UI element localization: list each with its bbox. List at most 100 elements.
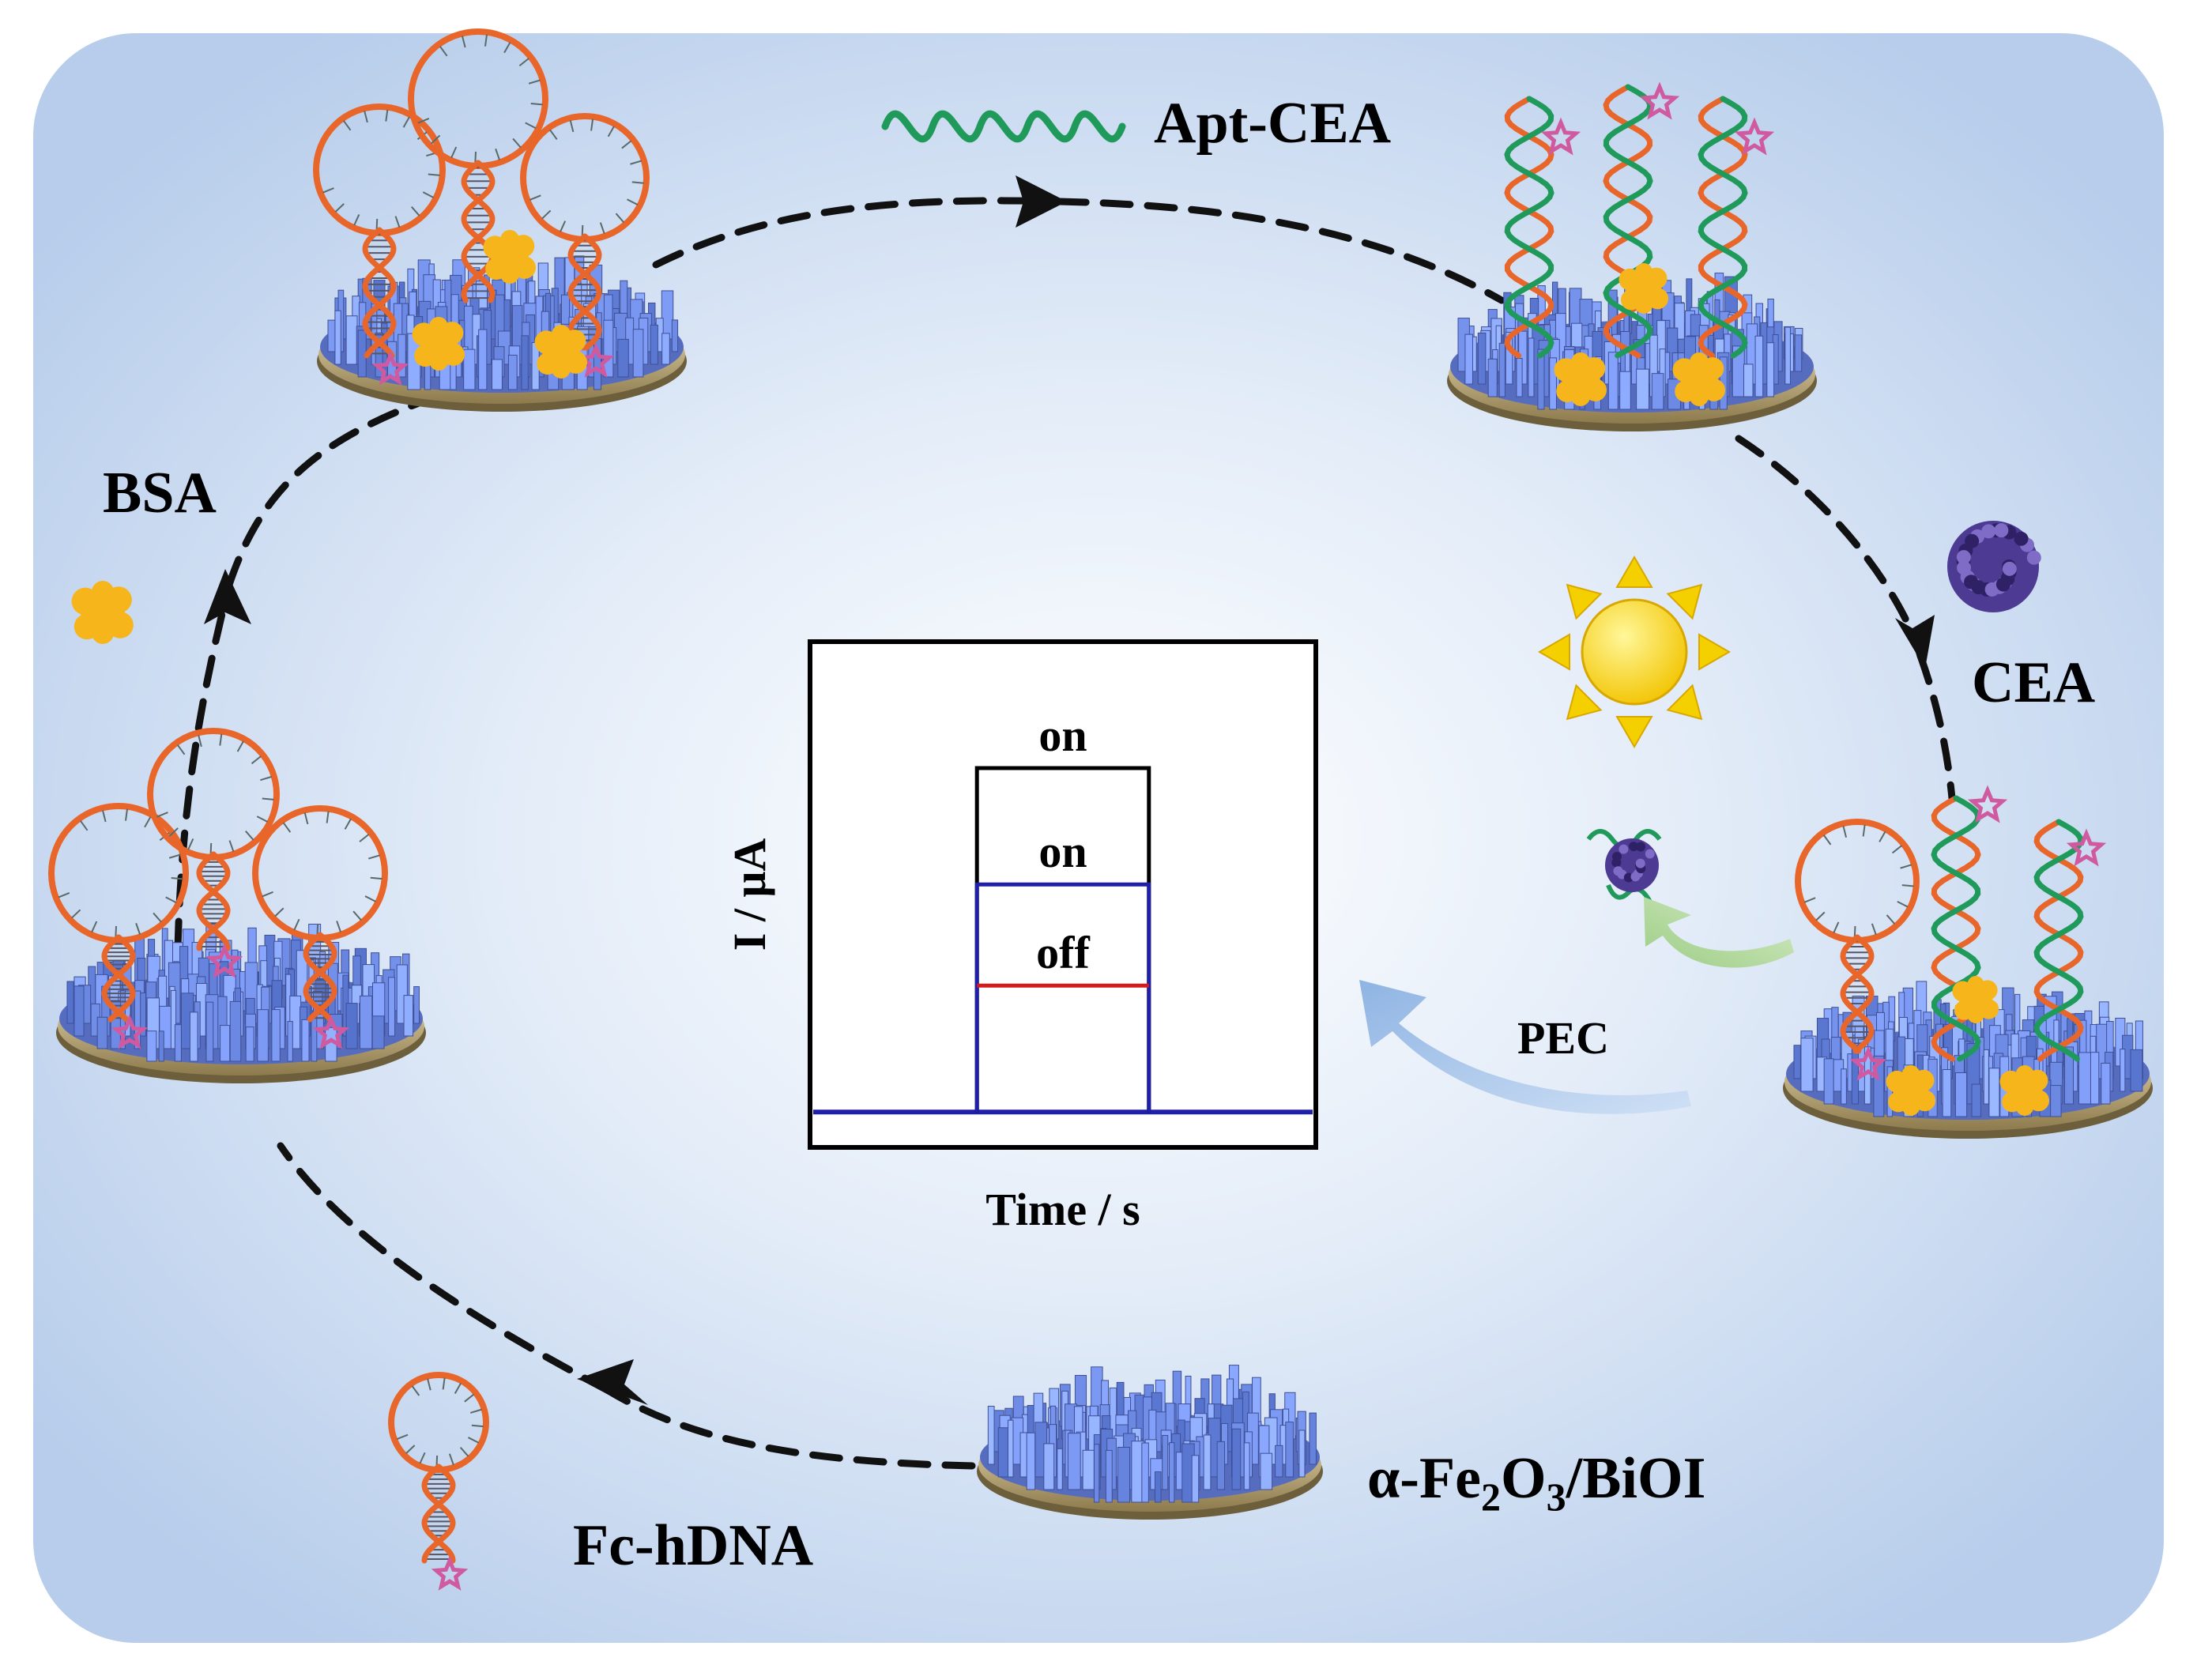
sun-ray — [1566, 583, 1603, 620]
released-cea-sphere — [1605, 838, 1659, 892]
dna-helix — [1840, 934, 1875, 1054]
substrate-mid: O — [1501, 1446, 1547, 1511]
hairpin-dna — [388, 1372, 489, 1591]
arrowheads — [204, 175, 1935, 1405]
arrow-to-bsa — [174, 581, 233, 952]
dna-helix — [196, 851, 231, 951]
apt-cea-wave-icon — [881, 110, 1126, 143]
bsa-protein-icon — [71, 581, 134, 644]
hairpin-dna — [408, 28, 548, 303]
sun-ray — [1615, 716, 1653, 748]
label-bsa: BSA — [103, 461, 217, 525]
arrow-apt-cea-to-electrode — [1055, 198, 1505, 304]
label-pec: PEC — [1517, 1012, 1609, 1064]
substrate-sub2: 3 — [1547, 1475, 1566, 1519]
substrate-pre: α-Fe — [1367, 1446, 1481, 1511]
bsa-blob-icon — [1554, 352, 1607, 406]
ferrocene-star-icon — [1849, 1045, 1887, 1081]
arrowhead-down-right — [1895, 615, 1935, 669]
bsa-blob-icon — [1999, 1065, 2050, 1117]
electrodes — [48, 28, 2153, 1520]
substrate-post: /BiOI — [1566, 1446, 1706, 1511]
dna-helix — [303, 932, 337, 1023]
released-aptamer-cea-icon — [1586, 829, 1662, 906]
electrode-disk — [977, 1365, 1323, 1520]
bsa-blob-icon — [1619, 263, 1669, 314]
release-arrow-icon — [1644, 897, 1794, 968]
label-fc-hdna: Fc-hDNA — [573, 1513, 813, 1578]
arrowhead-right — [1016, 175, 1067, 228]
electrode-disk — [1783, 980, 2153, 1139]
arrow-cea-to-electrode — [1916, 652, 1956, 802]
hairpin-dna — [313, 104, 446, 386]
dna-helix — [421, 1463, 456, 1564]
dna-helix — [101, 934, 136, 1023]
electrode-cea-bound — [1783, 785, 2153, 1139]
ferrocene-star-icon — [1967, 785, 2008, 823]
bsa-blob-icon — [1886, 1065, 1936, 1117]
bsa-blob-icon — [534, 325, 587, 379]
cycle-arrows — [174, 197, 1956, 1470]
released-aptamer-strand — [1606, 883, 1654, 906]
ferrocene-star-icon — [431, 1555, 469, 1591]
sun-ray — [1666, 684, 1703, 721]
hairpin-dna — [48, 803, 189, 1049]
electrode-bsa-blocked — [313, 28, 687, 412]
pec-arrow-icon — [1359, 980, 1691, 1114]
bsa-blob-icon — [412, 317, 465, 371]
dna-helix — [362, 227, 397, 359]
fc-hdna-hairpin-icon — [388, 1372, 489, 1591]
ferrocene-star-icon — [371, 350, 409, 386]
dna-helix — [461, 160, 496, 303]
ferrocene-star-icon — [111, 1014, 149, 1049]
cea-molecule-icon — [1947, 521, 2041, 612]
arrow-fe-to-hdna — [605, 1387, 976, 1470]
bsa-blob-icon — [1952, 976, 1999, 1023]
plot-trace-label-0: on — [1038, 710, 1087, 761]
plot-y-label: I / μA — [724, 838, 775, 951]
arrow-to-apt-cea — [652, 197, 1063, 269]
ferrocene-star-icon — [1540, 117, 1581, 156]
plot-trace-label-2: off — [1036, 927, 1090, 978]
ferrocene-star-icon — [205, 943, 243, 978]
sun-ray — [1698, 633, 1731, 671]
sun-ray — [1538, 633, 1570, 671]
ferrocene-star-icon — [1734, 117, 1775, 156]
dna-helix — [2033, 819, 2084, 1062]
electrode-bare — [977, 1365, 1323, 1520]
photocurrent-plot: on on off Time / s I / μA — [724, 639, 1318, 1235]
label-substrate: α-Fe2O3/BiOI — [1367, 1446, 1705, 1519]
plot-trace-1 — [974, 882, 1151, 1113]
hairpin-dna — [147, 728, 280, 978]
nanosheet-layer — [987, 1365, 1317, 1503]
plot-frame — [808, 639, 1318, 1150]
plot-x-label: Time / s — [985, 1184, 1140, 1235]
bsa-blob-icon — [1672, 352, 1725, 406]
sun-disk — [1581, 598, 1688, 706]
electrode-hairpin-immobilized — [48, 728, 426, 1083]
arrowhead-left — [577, 1359, 648, 1405]
plot-trace-label-1: on — [1038, 826, 1087, 877]
arrow-bsa-to-top — [225, 399, 423, 589]
ferrocene-star-icon — [312, 1014, 350, 1049]
sun-ray — [1615, 556, 1653, 588]
dna-helix — [1698, 96, 1748, 359]
arrowhead-up — [204, 569, 251, 624]
hairpin-dna — [1795, 819, 1920, 1081]
dna-helix — [1603, 84, 1653, 359]
electrode-aptamer-hybridized — [1447, 81, 1817, 431]
sun-ray — [1666, 583, 1703, 620]
plot-trace-labels: on on off — [1036, 710, 1090, 978]
label-cea: CEA — [1972, 650, 2095, 715]
sun-ray — [1566, 684, 1603, 721]
arrow-hdna-to-left — [277, 1142, 612, 1395]
label-apt-cea: Apt-CEA — [1154, 91, 1391, 156]
dna-helix — [1504, 96, 1554, 359]
bsa-blob-icon — [71, 581, 134, 644]
ferrocene-star-icon — [1639, 81, 1680, 120]
bsa-blob-icon — [483, 230, 536, 284]
substrate-sub1: 2 — [1481, 1475, 1501, 1519]
ferrocene-star-icon — [2066, 828, 2107, 867]
